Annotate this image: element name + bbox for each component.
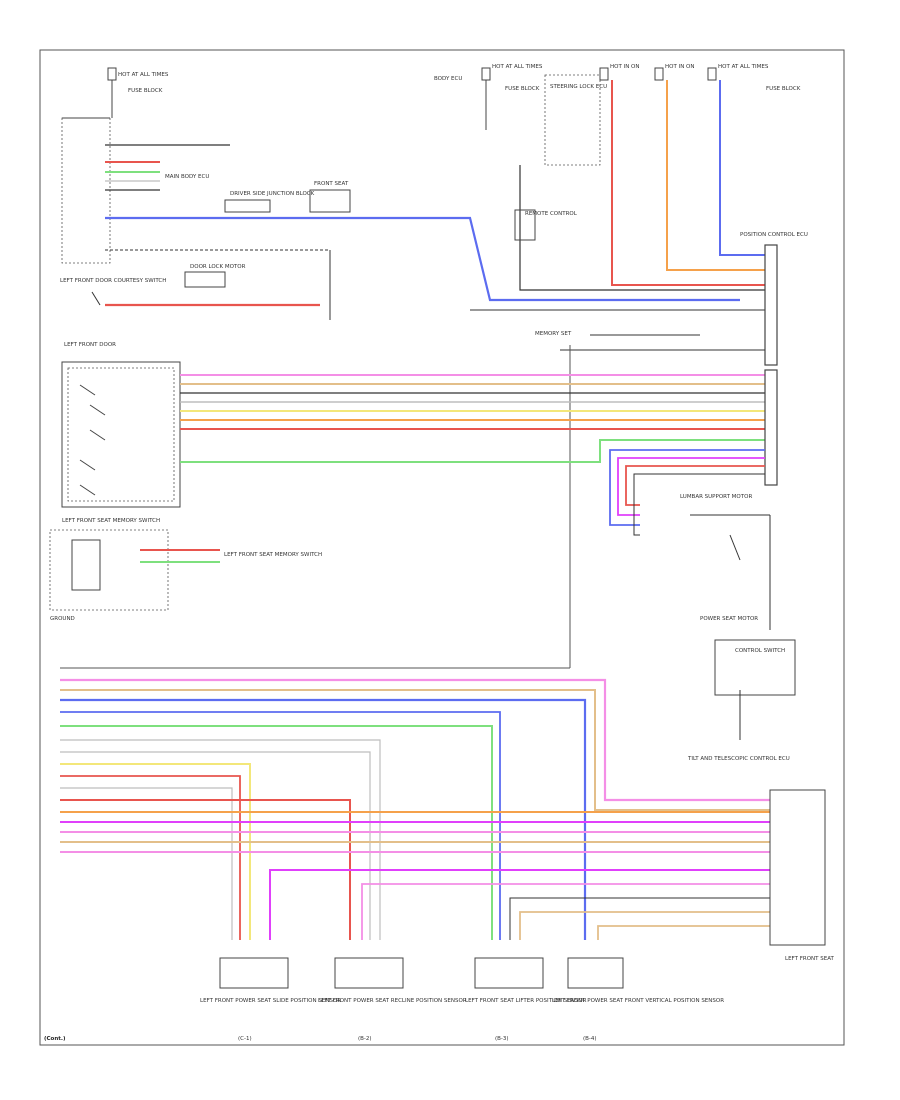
fuse-label-right: FUSE BLOCK: [766, 86, 801, 92]
wire-magenta-short: [617, 457, 765, 516]
door-lock-label: DRIVER SIDE JUNCTION BLOCK: [230, 191, 315, 197]
ref-c-label: (B-3): [495, 1036, 509, 1042]
top-left-fuse-block: HOT AT ALL TIMES FUSE BLOCK: [107, 67, 169, 118]
wire-black-right1: [519, 165, 765, 291]
bottom-wire-bundle: [60, 667, 770, 940]
wire-green-long: [180, 439, 765, 463]
control-switch-label: CONTROL SWITCH: [735, 648, 785, 654]
position-control-ecu-2: [764, 369, 778, 486]
wire-blue-short: [609, 449, 765, 526]
fuse-label-mid: FUSE BLOCK: [505, 86, 540, 92]
seat-ecu-left-label: LEFT FRONT SEAT MEMORY SWITCH: [224, 552, 322, 558]
wire-black-short: [633, 473, 765, 536]
ref-b-label: (B-2): [358, 1036, 372, 1042]
diagram-border: [39, 49, 845, 1046]
power-seat-motor-label: POWER SEAT MOTOR: [700, 616, 758, 622]
position-control-ecu: [764, 244, 778, 366]
front-seat-block: [309, 189, 351, 213]
left-seat-label: LEFT FRONT SEAT: [785, 956, 835, 962]
seat-lifter-label: LEFT FRONT SEAT LIFTER POSITION SENSOR: [465, 998, 587, 1004]
wire-blue-right: [719, 80, 765, 256]
front-seat-label: FRONT SEAT: [314, 181, 349, 187]
door-motor-label: DOOR LOCK MOTOR: [190, 264, 246, 270]
page-label: (Cont.): [44, 1036, 66, 1042]
seat-tilt-label: LEFT FRONT POWER SEAT FRONT VERTICAL POS…: [552, 998, 724, 1004]
hot-label-r1: HOT IN ON: [610, 64, 640, 70]
wire-red-short: [625, 465, 765, 506]
fuse-label-left: FUSE BLOCK: [128, 88, 163, 94]
sensor-tilt: LEFT FRONT POWER SEAT FRONT VERTICAL POS…: [552, 957, 724, 1042]
seat-recline-label: LEFT FRONT POWER SEAT RECLINE POSITION S…: [318, 998, 467, 1004]
ref-d-label: (B-4): [583, 1036, 597, 1042]
lumbar-symbol: [729, 534, 741, 561]
remote-ctrl-block: [514, 209, 536, 241]
seat-ecu-right-box: [769, 789, 826, 946]
seat-ecu-left-box: [49, 529, 169, 611]
hot-label-mid: HOT AT ALL TIMES: [492, 64, 543, 70]
left-connector-block: [61, 117, 111, 264]
main-body-label: MAIN BODY ECU: [165, 174, 209, 180]
control-switch-box: [714, 639, 796, 696]
hot-label-r2: HOT IN ON: [665, 64, 695, 70]
memory-set-label: MEMORY SET: [535, 331, 572, 337]
wire-red-right: [611, 80, 765, 286]
seat-memory-switch-label: LEFT FRONT SEAT MEMORY SWITCH: [62, 518, 160, 524]
memory-switch-contacts: [79, 384, 106, 496]
sensor-slide: LEFT FRONT POWER SEAT SLIDE POSITION SEN…: [200, 957, 341, 1042]
body-ecu-label: BODY ECU: [434, 76, 462, 82]
position-control-label: POSITION CONTROL ECU: [740, 232, 808, 238]
wire-orange-right: [666, 80, 765, 271]
door-motor-block: [184, 271, 226, 288]
door-switch-label: LEFT FRONT DOOR COURTESY SWITCH: [60, 278, 166, 284]
tilt-telescopic-label: TILT AND TELESCOPIC CONTROL ECU: [687, 756, 790, 762]
remote-ctrl-label: REMOTE CONTROL: [525, 211, 578, 217]
left-front-door-label: LEFT FRONT DOOR: [64, 342, 116, 348]
hot-label-top-left: HOT AT ALL TIMES: [118, 72, 169, 78]
ref-a-label: (C-1): [238, 1036, 252, 1042]
ground-label: GROUND: [50, 616, 75, 622]
wire-blue-long: [105, 216, 740, 302]
door-switch-symbol: [91, 291, 101, 306]
steering-lock-label: STEERING LOCK ECU: [550, 84, 607, 90]
door-lock-block: [224, 199, 271, 213]
seat-memory-switch-box: [61, 361, 181, 508]
top-right-fuse-area: BODY ECU HOT AT ALL TIMES FUSE BLOCK STE…: [434, 64, 801, 166]
hot-label-r3: HOT AT ALL TIMES: [718, 64, 769, 70]
sensor-recline: LEFT FRONT POWER SEAT RECLINE POSITION S…: [318, 957, 467, 1042]
lumbar-motor-label: LUMBAR SUPPORT MOTOR: [680, 494, 752, 500]
seat-slide-label: LEFT FRONT POWER SEAT SLIDE POSITION SEN…: [200, 998, 341, 1004]
sensor-lifter: LEFT FRONT SEAT LIFTER POSITION SENSOR (…: [465, 957, 587, 1042]
